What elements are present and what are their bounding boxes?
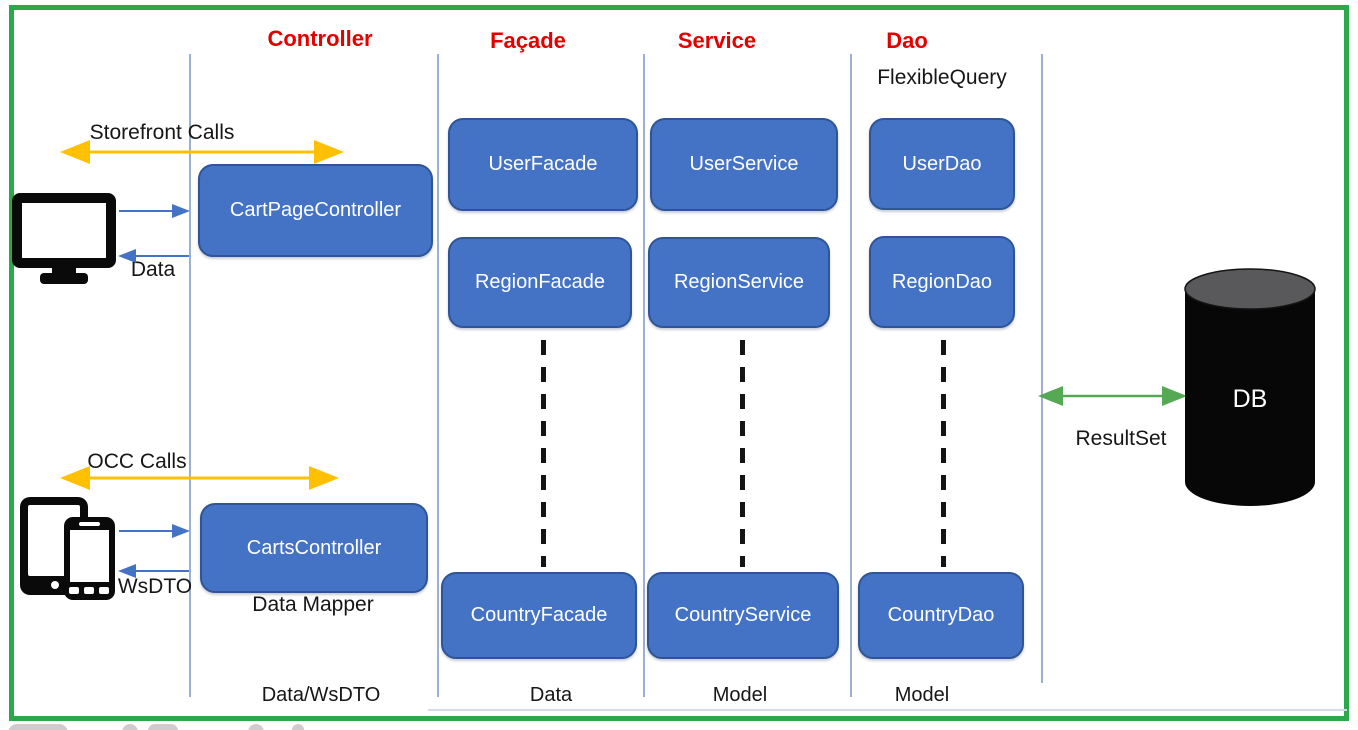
wsdto-response-label: WsDTO bbox=[117, 575, 193, 598]
region-dao-box: RegionDao bbox=[869, 236, 1015, 328]
column-header-controller: Controller bbox=[267, 26, 373, 51]
phone-icon bbox=[64, 517, 115, 600]
cropped-content-below-border bbox=[0, 722, 500, 730]
monitor-base bbox=[40, 273, 88, 284]
service-lifeline bbox=[643, 54, 645, 697]
user-facade-box: UserFacade bbox=[448, 118, 638, 211]
phone-button bbox=[99, 587, 109, 594]
bottom-rule-line bbox=[428, 709, 1347, 711]
carts-controller-box: CartsController bbox=[200, 503, 428, 593]
service-dashed-connector bbox=[740, 340, 745, 567]
data-mapper-label: Data Mapper bbox=[252, 593, 374, 616]
column-header-service: Service bbox=[677, 28, 757, 53]
phone-button bbox=[69, 587, 79, 594]
dao-bottom-label: Model bbox=[894, 684, 950, 706]
diagram-green-border bbox=[9, 5, 1349, 721]
db-cylinder-icon: DB bbox=[1183, 267, 1317, 514]
db-lifeline bbox=[1041, 54, 1043, 683]
flexible-query-label: FlexibleQuery bbox=[877, 66, 1007, 89]
phone-screen bbox=[70, 530, 109, 582]
db-cylinder-top bbox=[1184, 268, 1316, 310]
monitor-screen bbox=[12, 193, 116, 268]
facade-bottom-label: Data bbox=[529, 684, 573, 706]
phone-button bbox=[84, 587, 94, 594]
monitor-stand bbox=[52, 266, 76, 275]
resultset-label: ResultSet bbox=[1075, 427, 1167, 450]
controller-bottom-label: Data/WsDTO bbox=[261, 684, 381, 706]
service-bottom-label: Model bbox=[712, 684, 768, 706]
facade-dashed-connector bbox=[541, 340, 546, 567]
storefront-calls-label: Storefront Calls bbox=[89, 121, 235, 144]
region-service-box: RegionService bbox=[648, 237, 830, 328]
country-dao-box: CountryDao bbox=[858, 572, 1024, 659]
dao-lifeline bbox=[850, 54, 852, 697]
column-header-dao: Dao bbox=[886, 28, 928, 53]
db-cylinder-body bbox=[1185, 289, 1315, 506]
phone-speaker bbox=[79, 522, 100, 526]
region-facade-box: RegionFacade bbox=[448, 237, 632, 328]
country-facade-box: CountryFacade bbox=[441, 572, 637, 659]
controller-lifeline bbox=[189, 54, 191, 697]
facade-lifeline bbox=[437, 54, 439, 697]
user-dao-box: UserDao bbox=[869, 118, 1015, 210]
column-header-facade: Façade bbox=[490, 28, 566, 53]
cart-page-controller-box: CartPageController bbox=[198, 164, 433, 257]
dao-dashed-connector bbox=[941, 340, 946, 567]
db-label: DB bbox=[1233, 385, 1268, 413]
tablet-home-button bbox=[51, 581, 59, 589]
country-service-box: CountryService bbox=[647, 572, 839, 659]
user-service-box: UserService bbox=[650, 118, 838, 211]
data-response-label: Data bbox=[130, 258, 176, 281]
